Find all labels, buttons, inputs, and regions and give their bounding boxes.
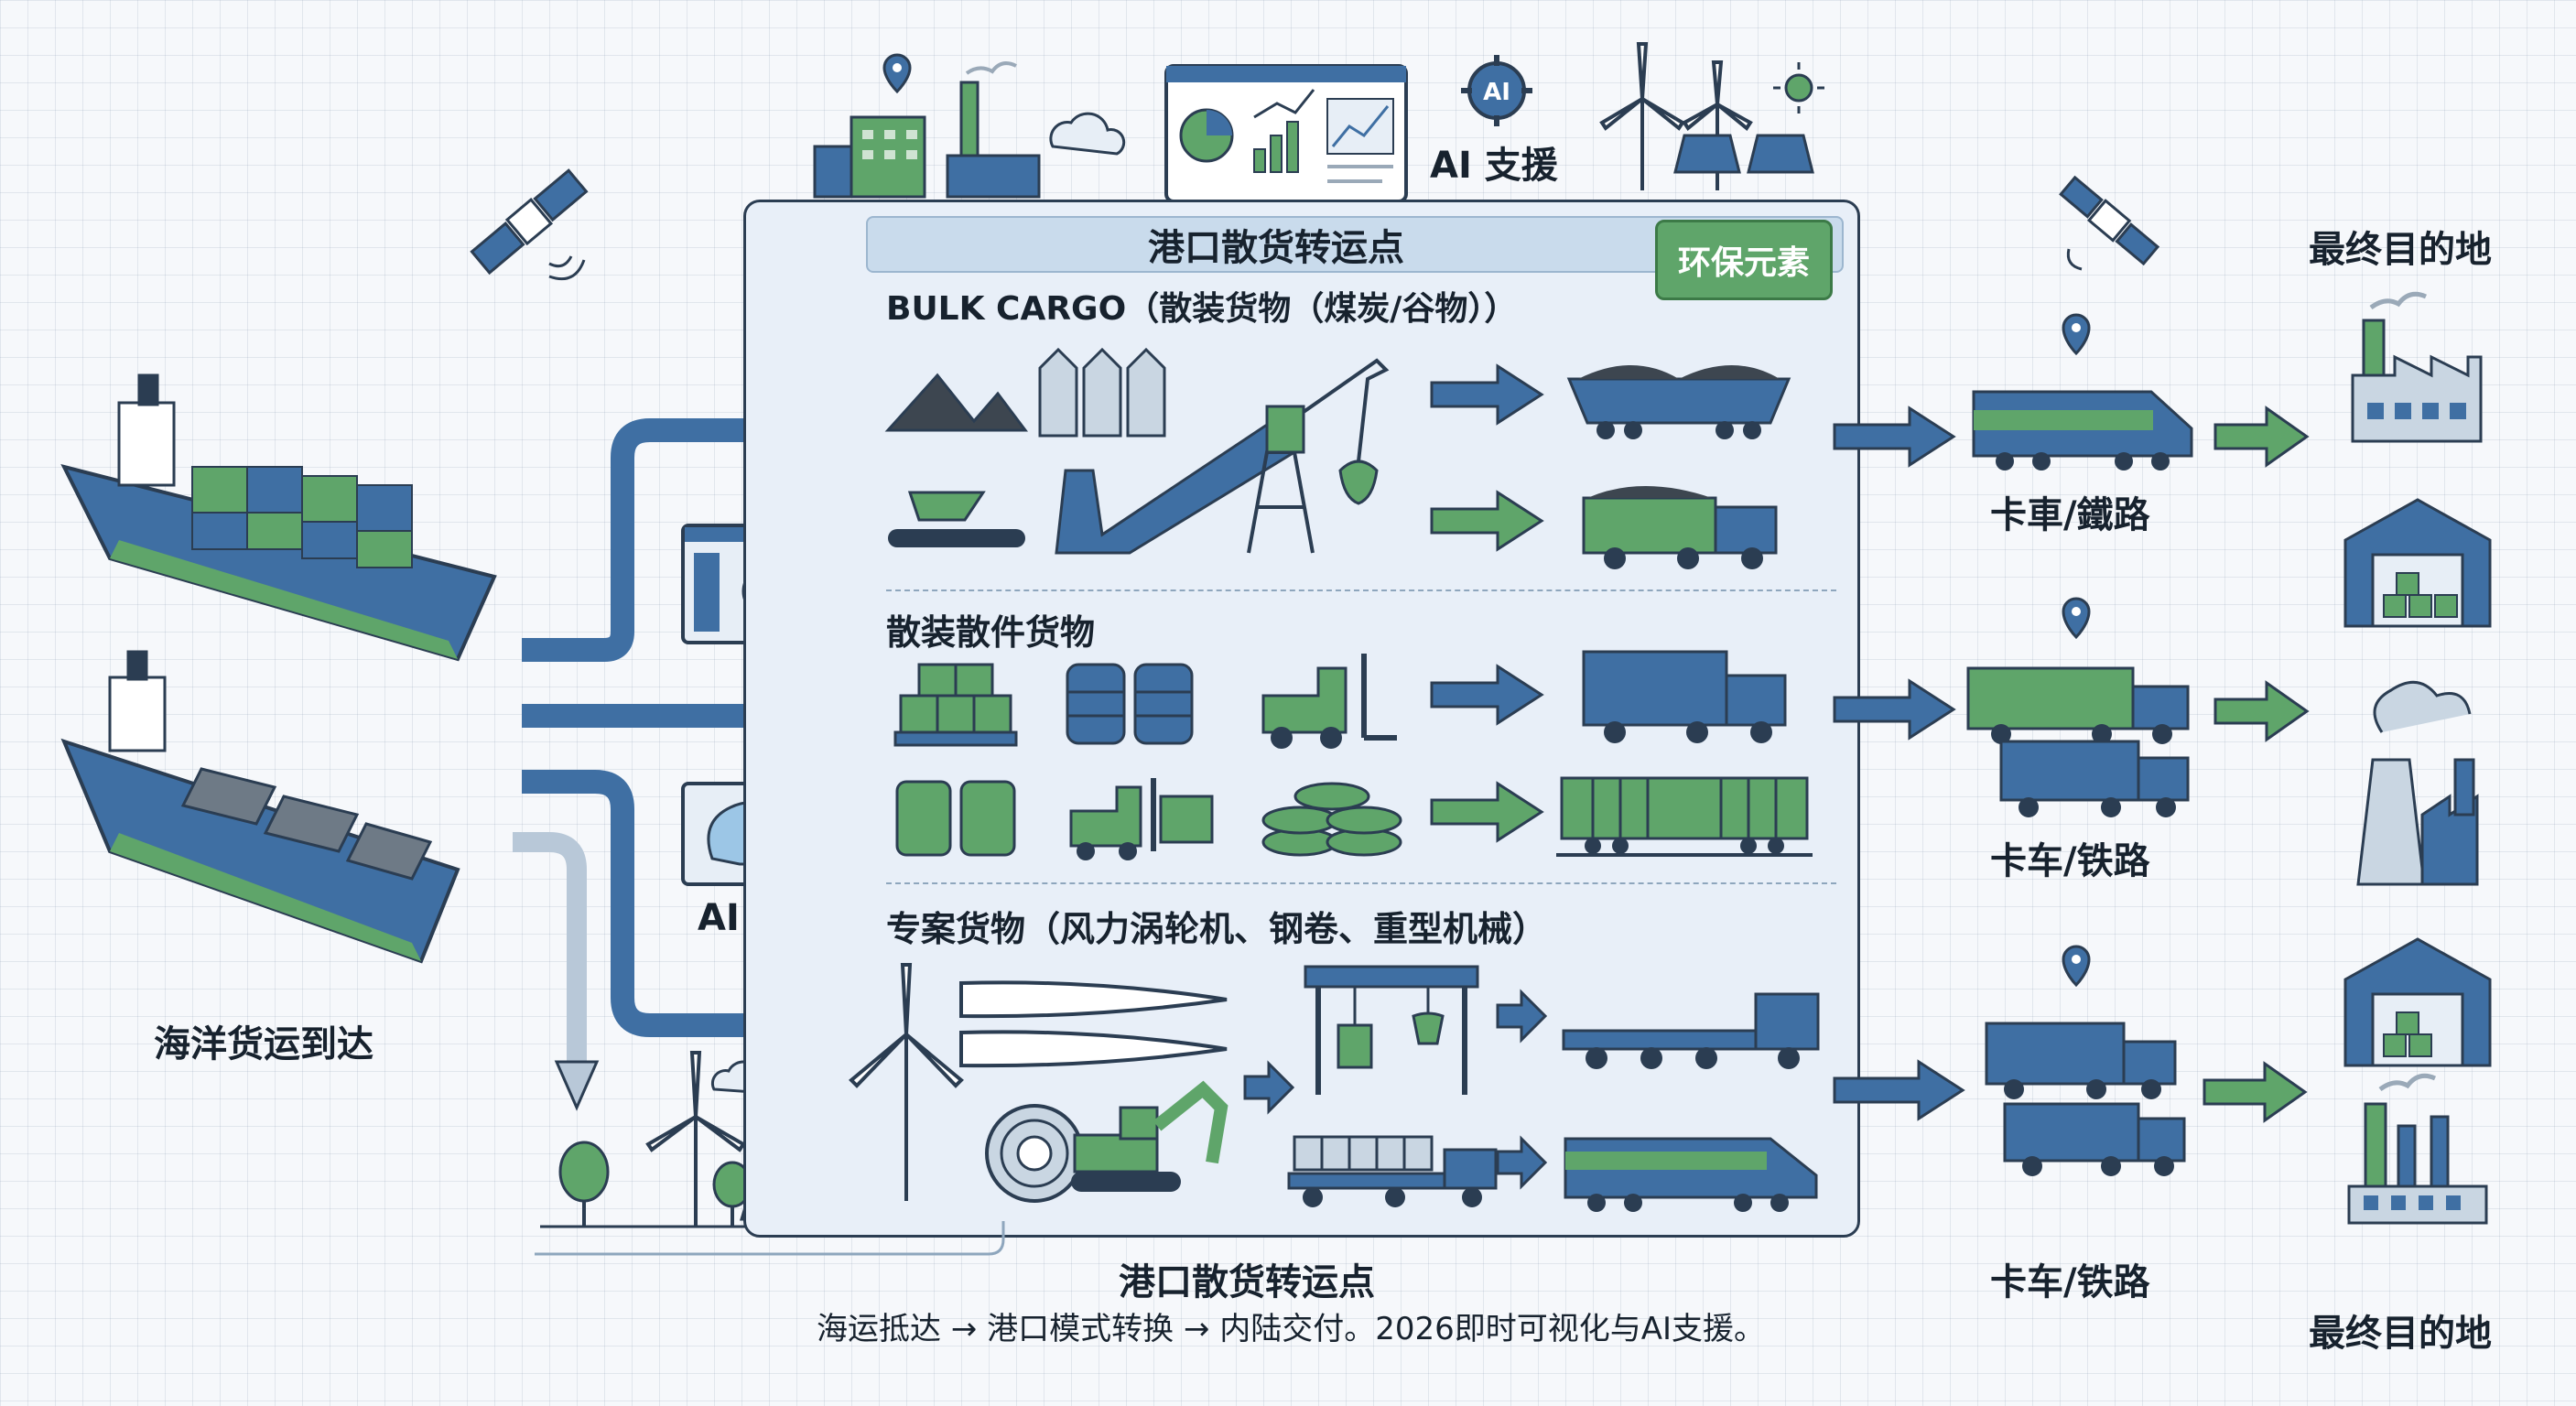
warehouse-icon <box>2343 937 2492 1067</box>
footer-title: 港口散货转运点 <box>1119 1261 1375 1303</box>
footer-caption: 海运抵达 → 港口模式转换 → 内陆交付。2026即时可视化与AI支援。 <box>817 1311 1766 1347</box>
truck-pair-icon <box>1966 666 2190 817</box>
wind-turbine-blade-icon <box>849 963 1228 1203</box>
tree-icon <box>712 1161 752 1227</box>
dump-truck-icon <box>1582 486 1778 569</box>
hopper-railcar-icon <box>1566 365 1791 439</box>
locomotive-icon <box>1972 390 2193 470</box>
footer-bracket <box>535 1221 1005 1256</box>
ai-chip-icon: AI <box>1461 55 1532 126</box>
box-truck-icon <box>1582 650 1787 743</box>
section-label-bulk: BULK CARGO（散装货物（煤炭/谷物）） <box>886 290 1518 328</box>
bag-stack-icon <box>1261 782 1402 857</box>
factory-icon <box>2347 1073 2488 1225</box>
power-plant-icon <box>2356 680 2479 886</box>
truck-pair-icon <box>1985 1022 2186 1176</box>
green-arrow-icon <box>2203 1061 2308 1123</box>
boxcar-icon <box>1556 776 1813 857</box>
forklift-pallet-icon <box>1069 778 1214 860</box>
container-ship-icon <box>60 373 497 662</box>
sun-icon <box>1773 62 1824 114</box>
transport-label-1: 卡車/鐵路 <box>1990 494 2150 536</box>
section-label-breakbulk: 散装散件货物 <box>886 612 1096 653</box>
factory-icon <box>946 61 1041 199</box>
wind-turbine-small-icon <box>645 1051 746 1227</box>
factory-icon <box>2351 291 2483 443</box>
industry-icons-top <box>813 53 1126 199</box>
destination-label-top: 最终目的地 <box>2309 229 2492 271</box>
map-pin-icon <box>2062 313 2091 356</box>
green-arrow-icon <box>2213 406 2310 468</box>
outbound-arrow-icon <box>1833 678 1956 741</box>
flatbed-truck-icon <box>1562 992 1820 1069</box>
ai-chip-text: AI <box>1483 79 1510 106</box>
pallet-boxes-icon <box>893 663 1018 747</box>
green-arrow-icon <box>2213 680 2310 742</box>
transport-label-3: 卡车/铁路 <box>1990 1261 2150 1303</box>
wind-turbine-icon <box>1599 42 1753 190</box>
analytics-dashboard-icon <box>1164 64 1408 203</box>
forklift-icon <box>1261 654 1397 749</box>
tree-icon <box>558 1141 610 1227</box>
flow-arrow-icon <box>1243 1060 1295 1115</box>
barrels-icon <box>1066 663 1194 745</box>
locomotive-icon <box>1564 1137 1818 1212</box>
warehouse-icon <box>2343 498 2492 628</box>
flow-arrow-icon <box>1430 781 1544 843</box>
section-divider <box>886 589 1836 591</box>
outbound-arrow-icon <box>1833 406 1956 468</box>
bulk-carrier-ship-icon <box>60 650 460 964</box>
transport-label-2: 卡车/铁路 <box>1990 840 2150 882</box>
gantry-crane-icon <box>1304 965 1479 1095</box>
flow-arrow-icon <box>1430 363 1544 426</box>
flow-arrow-icon <box>1496 989 1548 1044</box>
map-pin-icon <box>2062 597 2091 640</box>
outbound-arrow-icon <box>1833 1059 1965 1121</box>
satellite-icon <box>470 168 589 281</box>
map-pin-icon <box>2062 945 2091 988</box>
lowbed-trailer-icon <box>1287 1135 1498 1207</box>
hub-title: 港口散货转运点 <box>1148 227 1404 269</box>
cloud-icon <box>1049 112 1126 156</box>
conveyor-loader-icon <box>888 491 1025 547</box>
map-pin-icon <box>882 53 912 94</box>
conveyor-crane-icon <box>1055 358 1390 555</box>
flow-arrow-icon <box>1430 664 1544 726</box>
eco-badge: 环保元素 <box>1655 220 1833 300</box>
section-divider <box>886 882 1836 884</box>
ai-support-label-top: AI 支援 <box>1430 145 1558 187</box>
flow-arrow-icon <box>1496 1135 1548 1190</box>
flow-arrow-icon <box>1430 490 1544 552</box>
solar-panel-icon <box>1673 134 1814 174</box>
excavator-icon <box>1071 1080 1228 1192</box>
satellite-icon-right <box>2059 175 2160 271</box>
renewable-energy-icons <box>1599 42 1824 190</box>
coal-pile-icon <box>884 373 1028 432</box>
grain-silo-icon <box>1038 347 1166 438</box>
destination-label-bottom: 最终目的地 <box>2309 1313 2492 1355</box>
origin-label: 海洋货运到达 <box>154 1023 373 1065</box>
building-icon <box>813 115 926 199</box>
sacks-icon <box>895 780 1016 857</box>
section-label-project: 专案货物（风力涡轮机、钢卷、重型机械） <box>886 909 1548 949</box>
